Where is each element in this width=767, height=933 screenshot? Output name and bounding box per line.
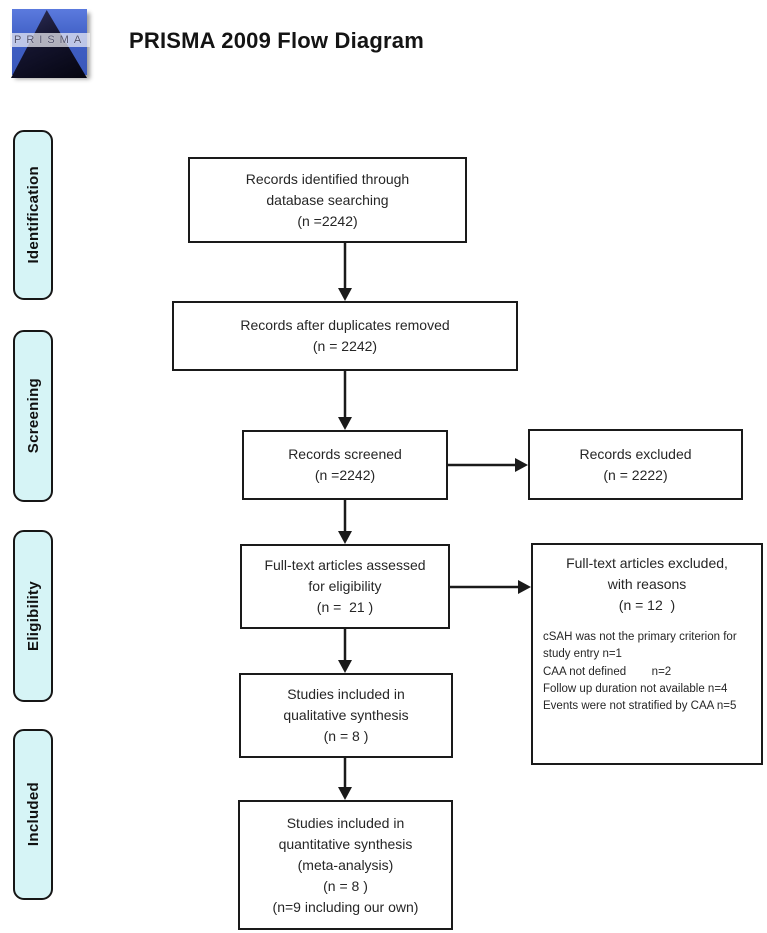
box-fulltext-assessed: Full-text articles assessed for eligibil… [240,544,450,629]
prisma-logo-strip: PRISMA [10,33,90,47]
box-duplicates-removed: Records after duplicates removed (n = 22… [172,301,518,371]
stage-label-screening: Screening [13,330,53,502]
box-records-excluded: Records excluded (n = 2222) [528,429,743,500]
stage-label-included: Included [13,729,53,900]
arrow-screened-to-fulltext [338,500,352,544]
box-fulltext-excluded: Full-text articles excluded, with reason… [531,543,763,765]
stage-label-identification: Identification [13,130,53,300]
arrow-duplicates-to-screened [338,371,352,430]
arrow-fulltext-to-excluded [450,580,531,594]
fulltext-excluded-title: Full-text articles excluded, with reason… [566,555,728,613]
box-quantitative-synthesis: Studies included in quantitative synthes… [238,800,453,930]
stage-label-eligibility: Eligibility [13,530,53,702]
page-title: PRISMA 2009 Flow Diagram [129,28,424,53]
stage-label-text: Eligibility [24,581,42,651]
box-qualitative-synthesis: Studies included in qualitative synthesi… [239,673,453,758]
stage-label-text: Identification [24,166,42,264]
prisma-logo: PRISMA [10,8,90,80]
stage-label-text: Included [24,782,42,847]
prisma-logo-text: PRISMA [14,34,87,46]
fulltext-excluded-reasons: cSAH was not the primary criterion for s… [543,631,737,712]
arrow-qualitative-to-quantitative [338,758,352,800]
arrow-screened-to-excluded [448,458,528,472]
box-records-screened: Records screened (n =2242) [242,430,448,500]
arrow-identified-to-duplicates [338,243,352,301]
box-records-identified: Records identified through database sear… [188,157,467,243]
stage-label-text: Screening [24,378,42,454]
arrow-fulltext-to-qualitative [338,629,352,673]
